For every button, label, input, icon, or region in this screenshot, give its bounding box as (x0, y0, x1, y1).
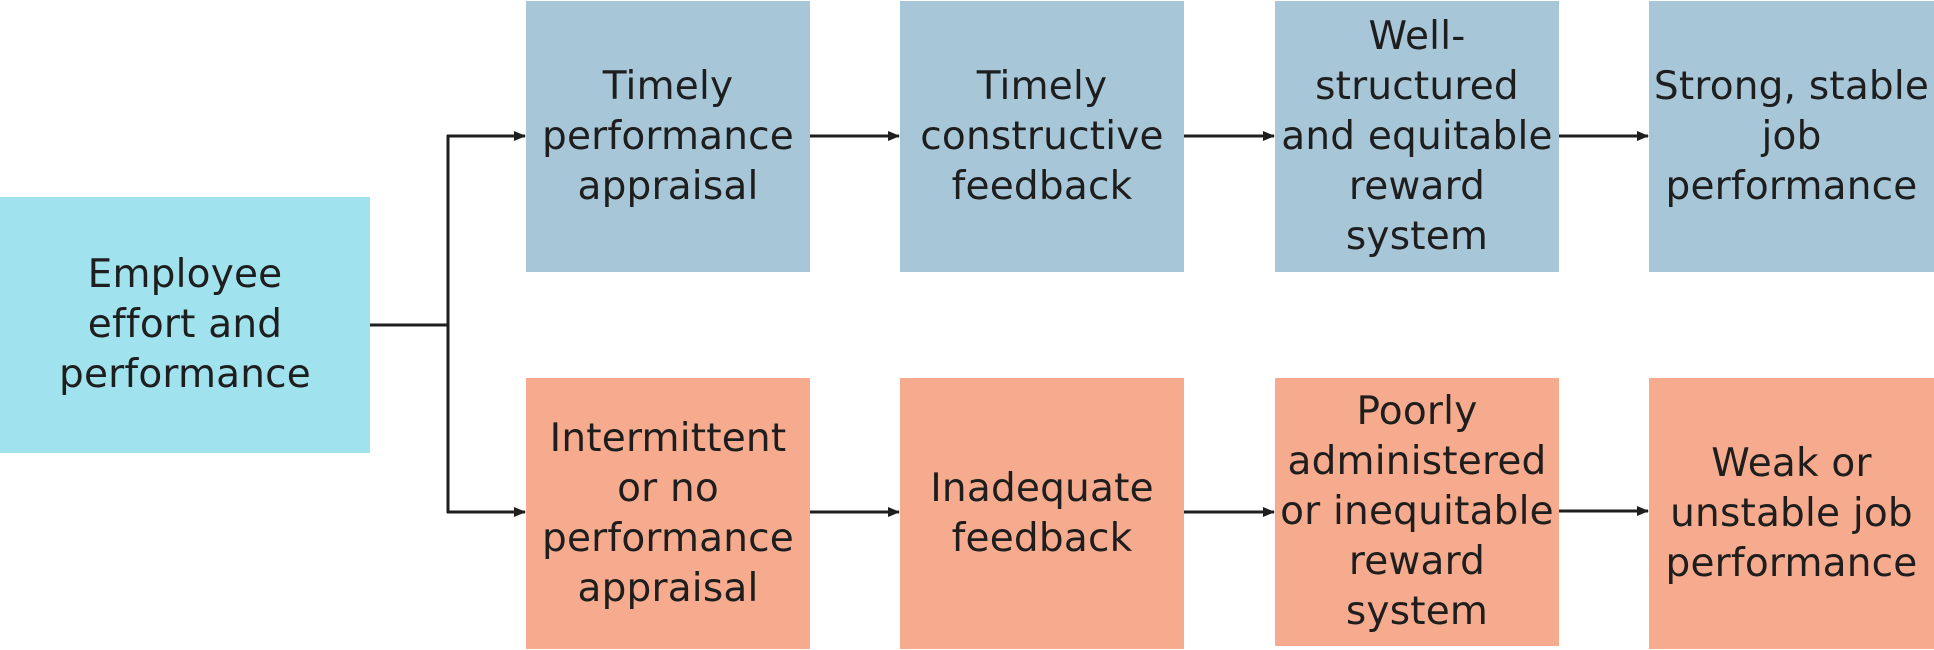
negative-box-label: Poorly administered or inequitable rewar… (1280, 389, 1554, 634)
negative-box-label: Weak or unstable job performance (1665, 440, 1918, 586)
negative-box-label: Inadequate feedback (930, 465, 1154, 561)
negative-box-job-performance: Weak or unstable job performance (1649, 378, 1934, 649)
negative-box-feedback: Inadequate feedback (900, 378, 1184, 649)
start-box-employee-effort: Employee effort and performance (0, 197, 370, 453)
negative-box-performance-appraisal: Intermittent or no performance appraisal (526, 378, 810, 649)
start-box-label: Employee effort and performance (59, 252, 311, 397)
positive-box-job-performance: Strong, stable job performance (1649, 1, 1934, 272)
negative-box-label: Intermittent or no performance appraisal (542, 415, 794, 611)
positive-box-constructive-feedback: Timely constructive feedback (900, 1, 1184, 272)
positive-box-performance-appraisal: Timely performance appraisal (526, 1, 810, 272)
positive-box-label: Timely constructive feedback (920, 63, 1164, 209)
positive-box-label: Strong, stable job performance (1653, 63, 1930, 209)
positive-box-reward-system: Well- structured and equitable reward sy… (1275, 1, 1559, 272)
positive-box-label: Well- structured and equitable reward sy… (1281, 13, 1553, 259)
positive-box-label: Timely performance appraisal (542, 63, 794, 209)
negative-box-reward-system: Poorly administered or inequitable rewar… (1275, 378, 1559, 646)
